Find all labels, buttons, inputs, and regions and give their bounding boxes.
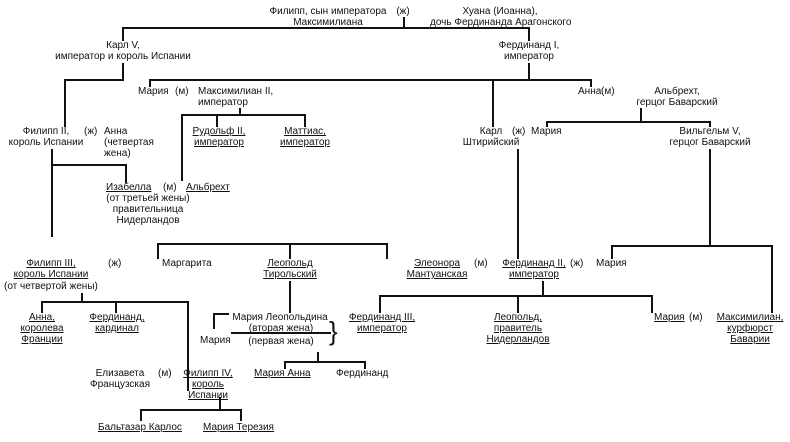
marriage-mark: (м) xyxy=(175,86,189,97)
brace-mark: } xyxy=(329,316,338,346)
person-maria-right: Мария xyxy=(596,258,627,269)
person-eleonora: Элеонора Мантуанская xyxy=(406,258,468,280)
marriage-mark: (м) xyxy=(689,312,703,323)
person-filipp-iii: Филипп III, король Испании xyxy=(13,258,89,280)
person-elizaveta: Елизавета Французская xyxy=(89,368,151,390)
person-ferdinand-last: Фердинанд xyxy=(336,368,389,379)
person-mattias: Маттиас, император xyxy=(280,126,330,148)
person-ferdinand-i: Фердинанд I, император xyxy=(498,40,560,62)
person-anna-france: Анна, королева Франции xyxy=(20,312,64,345)
person-maria-mid: Мария xyxy=(200,335,231,346)
marriage-mark: (ж) xyxy=(570,258,584,269)
marriage-mark: (м) xyxy=(601,86,615,97)
person-anna-daughter: Анна xyxy=(578,86,602,97)
marriage-mark: (м) xyxy=(474,258,488,269)
person-ferdinand-iii: Фердинанд III, император xyxy=(348,312,416,334)
person-rudolf-ii: Рудольф II, император xyxy=(192,126,246,148)
person-karl-styria: Карл Штирийский xyxy=(462,126,520,148)
person-filipp-iv: Филипп IV, король Испании xyxy=(183,368,233,401)
person-second-wife: (вторая жена) xyxy=(248,323,314,334)
person-ferdinand-card: Фердинанд, кардинал xyxy=(89,312,145,334)
person-isabella: Изабелла xyxy=(106,182,152,193)
person-maria-max: Мария xyxy=(654,312,685,323)
person-maximilian-ii: Максимилиан II, император xyxy=(198,86,274,108)
marriage-mark: (ж) xyxy=(84,126,98,137)
person-filipp-iii-note: (от четвертой жены) xyxy=(4,281,98,292)
person-maximilian-kurf: Максимилиан, курфюрст Баварии xyxy=(716,312,784,345)
person-baltazar: Бальтазар Карлос xyxy=(98,422,182,433)
marriage-mark: (ж) xyxy=(512,126,526,137)
person-margarita: Маргарита xyxy=(162,258,212,269)
person-anna-fourth: Анна (четвертая жена) xyxy=(104,126,154,159)
person-karl-v: Карл V, император и король Испании xyxy=(55,40,191,62)
person-maria-sister: Мария xyxy=(138,86,169,97)
person-ferdinand-ii: Фердинанд II, император xyxy=(502,258,566,280)
person-wilhelm-v: Вильгельм V, герцог Баварский xyxy=(669,126,751,148)
marriage-mark: (ж) xyxy=(108,258,122,269)
person-maria-teresa: Мария Терезия xyxy=(203,422,274,433)
person-leopold-tyrol: Леопольд Тирольский xyxy=(263,258,317,280)
marriage-mark: (м) xyxy=(158,368,172,379)
person-albrecht-bav: Альбрехт, герцог Баварский xyxy=(636,86,718,108)
person-filipp-father: Филипп, сын императора Максимилиана xyxy=(269,6,387,28)
marriage-mark: (м) xyxy=(163,182,177,193)
marriage-mark: (ж) xyxy=(396,6,410,17)
person-first-wife: (первая жена) xyxy=(248,336,314,347)
person-albrecht-arch: Альбрехт xyxy=(186,182,230,193)
person-isabella-note: (от третьей жены) правительница Нидерлан… xyxy=(106,193,190,226)
person-leopold-regent: Леопольд, правитель Нидерландов xyxy=(486,312,550,345)
person-filipp-ii: Филипп II, король Испании xyxy=(8,126,84,148)
person-maria-anna: Мария Анна xyxy=(254,368,311,379)
person-maria-bav: Мария xyxy=(531,126,562,137)
person-maria-leopoldina: Мария Леопольдина xyxy=(232,312,328,323)
person-hoana: Хуана (Иоанна), дочь Фердинанда Арагонск… xyxy=(430,6,572,28)
